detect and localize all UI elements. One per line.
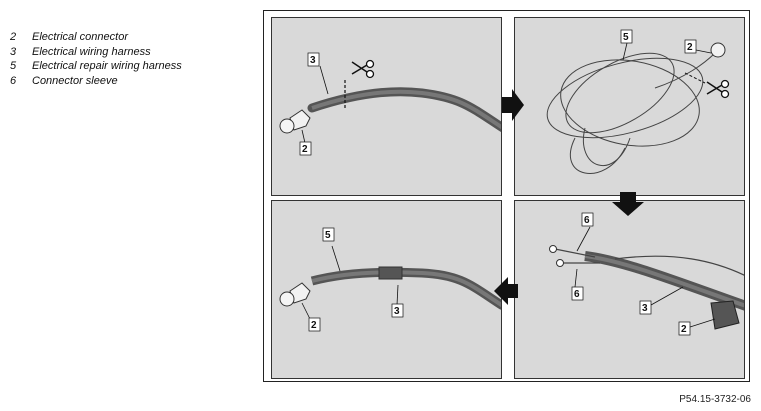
panel-step-2: 5 2 [514,17,745,196]
connector-icon [710,42,726,58]
legend-label: Electrical repair wiring harness [32,60,182,72]
panel-step-4: 5 3 2 [271,200,502,379]
legend-number: 5 [10,60,17,72]
callout-number: 6 [574,289,580,300]
callout-number: 5 [325,230,331,241]
connector-icon [279,109,311,134]
callout-number: 6 [584,215,590,226]
figure-frame: 3 2 [263,10,750,382]
connector-icon [279,282,311,307]
scissors-icon [351,59,375,79]
panel-step-1: 3 2 [271,17,502,196]
wiring-illustration: 3 2 [279,52,501,156]
legend-number: 3 [10,45,17,58]
legend-label: Electrical connector [32,31,128,43]
callout-number: 3 [394,306,400,317]
arrow-down-icon [612,192,644,216]
legend-item: 6 Connector sleeve [10,74,182,89]
arrow-right-icon [502,89,524,121]
legend-item: 3 Electrical wiring harness [10,45,182,60]
callout-number: 3 [310,55,316,66]
wiring-illustration: 6 6 3 2 [549,212,744,336]
callout-number: 2 [311,320,317,331]
wiring-illustration: 5 2 [546,29,730,174]
panel-step-3: 6 6 3 2 [514,200,745,379]
callout-number: 2 [681,324,687,335]
arrow-left-icon [494,277,518,305]
wiring-illustration: 5 3 2 [279,227,501,332]
legend-number: 6 [10,74,17,87]
connector-icon [710,300,740,330]
legend-item: 2 Electrical connector [10,30,182,45]
scissors-icon [706,79,730,99]
figure-reference: P54.15-3732-06 [679,394,751,405]
legend: 2 Electrical connector 3 Electrical wiring… [10,30,182,88]
callout-number: 2 [302,144,308,155]
callout-number: 3 [642,303,648,314]
callout-number: 5 [623,32,629,43]
legend-number: 2 [10,31,17,43]
callout-number: 2 [687,42,693,53]
legend-label: Electrical wiring harness [32,45,151,58]
legend-item: 5 Electrical repair wiring harness [10,59,182,74]
legend-label: Connector sleeve [32,74,118,87]
